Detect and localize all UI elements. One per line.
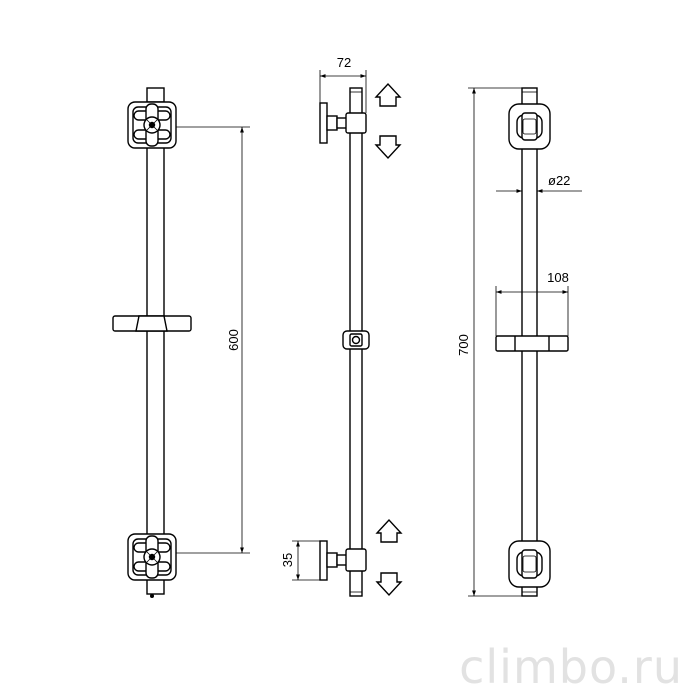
side-bottom-bracket bbox=[319, 540, 367, 581]
side-view: 72 35 bbox=[280, 55, 403, 597]
rear-dimension-diameter: ø22 bbox=[496, 173, 582, 193]
front-top-cap bbox=[146, 87, 165, 103]
rear-bottom-bracket bbox=[508, 540, 551, 588]
front-middle-holder bbox=[112, 315, 192, 332]
rear-diameter-label: ø22 bbox=[548, 173, 570, 188]
side-middle-holder bbox=[342, 330, 370, 350]
rear-length-label: 700 bbox=[456, 334, 471, 356]
front-dimension-label: 600 bbox=[226, 329, 241, 351]
side-bracket-label: 35 bbox=[280, 553, 295, 567]
watermark: climbo.ru bbox=[459, 640, 683, 694]
slide-up-arrow-icon bbox=[374, 82, 402, 107]
front-pipe bbox=[146, 145, 165, 539]
slide-up-arrow-icon bbox=[375, 518, 403, 543]
front-top-bracket bbox=[127, 101, 177, 149]
rear-top-bracket bbox=[508, 103, 551, 150]
side-width-label: 72 bbox=[337, 55, 351, 70]
side-dimension-72: 72 bbox=[319, 55, 367, 113]
slide-down-arrow-icon bbox=[375, 572, 403, 597]
front-dimension-600: 600 bbox=[176, 126, 250, 554]
front-view: 600 bbox=[112, 87, 250, 598]
rear-middle-holder bbox=[495, 335, 569, 352]
side-top-bracket bbox=[319, 102, 367, 144]
rear-dimension-108: 108 bbox=[495, 270, 569, 336]
front-bottom-screw bbox=[150, 594, 154, 598]
slide-down-arrow-icon bbox=[374, 135, 402, 160]
front-bottom-bracket bbox=[127, 533, 177, 581]
rear-holder-label: 108 bbox=[547, 270, 569, 285]
side-dimension-35: 35 bbox=[280, 540, 320, 581]
rear-view: 700 ø22 108 bbox=[456, 87, 582, 597]
rear-dimension-700: 700 bbox=[456, 87, 522, 597]
